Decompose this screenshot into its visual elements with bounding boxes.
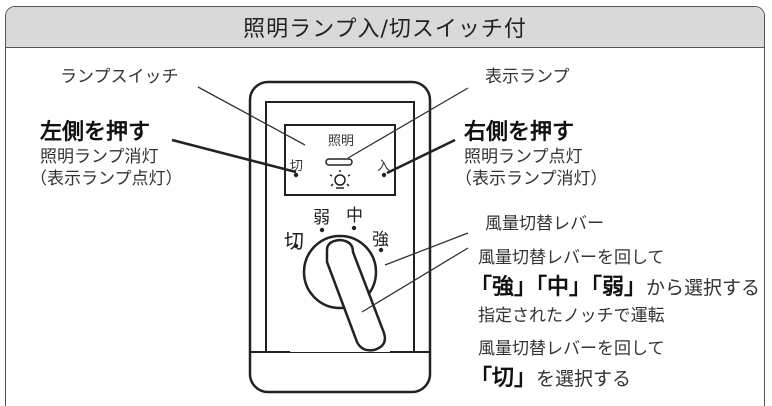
dial-weak-dot	[319, 227, 325, 233]
fan-speed-lever	[325, 238, 387, 352]
panel-light-label: 照明	[328, 134, 355, 149]
indicator-lamp-slot	[325, 158, 353, 166]
dial-strong-dot	[378, 247, 384, 253]
light-bulb-icon	[329, 170, 351, 189]
panel-off-label: 切	[290, 159, 304, 174]
dial-off-dot	[293, 243, 299, 249]
strong-mid-weak-text: 「強」「中」「弱」	[470, 275, 647, 300]
figure-frame: 照明ランプ入/切スイッチ付	[5, 6, 765, 406]
right-press-heading: 右側を押す	[464, 120, 575, 145]
select-off-tail: を選択する	[536, 368, 632, 390]
right-desc-2: （表示ランプ消灯）	[455, 169, 608, 189]
lever-name-label: 風量切替レバー	[485, 214, 604, 234]
select-from-text: から選択する	[646, 277, 761, 299]
left-press-heading: 左側を押す	[40, 120, 151, 145]
select-off-line: 「切」を選択する	[470, 366, 631, 391]
dial-strong-label: 強	[372, 230, 389, 250]
rocker-on-dot	[381, 172, 387, 178]
notch-run-label: 指定されたノッチで運転	[478, 306, 665, 326]
off-text: 「切」	[470, 366, 537, 391]
select-speed-line: 「強」「中」「弱」から選択する	[470, 275, 760, 300]
dial-mid-label: 中	[346, 206, 363, 226]
lamp-switch-label: ランプスイッチ	[60, 67, 179, 87]
dial-weak-label: 弱	[313, 208, 330, 228]
dial-mid-dot	[351, 225, 357, 231]
left-desc-2: （表示ランプ点灯）	[30, 169, 183, 189]
indicator-lamp-label: 表示ランプ	[485, 67, 570, 87]
title-bar: 照明ランプ入/切スイッチ付	[6, 7, 764, 48]
lever-turn-label-2: 風量切替レバーを回して	[478, 339, 665, 359]
dial-off-label: 切	[284, 229, 304, 253]
panel-on-label: 入	[377, 159, 391, 174]
figure-title: 照明ランプ入/切スイッチ付	[243, 17, 527, 42]
right-desc-1: 照明ランプ点灯	[464, 147, 583, 167]
rocker-off-dot	[293, 172, 299, 178]
lever-turn-label-1: 風量切替レバーを回して	[478, 248, 665, 268]
left-desc-1: 照明ランプ消灯	[40, 147, 159, 167]
